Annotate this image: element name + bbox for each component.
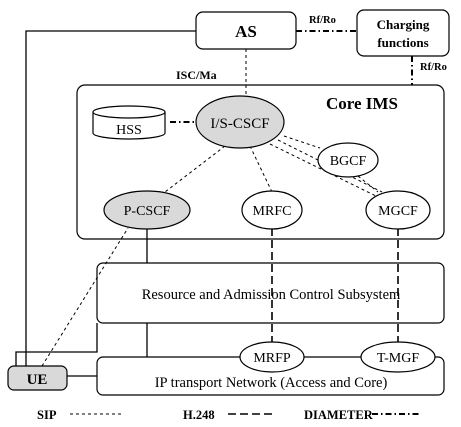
- mrfc-node: [241, 190, 303, 230]
- core-ims-label: Core IMS: [326, 94, 398, 113]
- as-label: AS: [235, 22, 257, 41]
- iscscf-pcscf-sip: [164, 145, 226, 193]
- ue-node: [7, 365, 68, 391]
- mgcf-label: MGCF: [378, 204, 418, 219]
- iscscf-label: I/S-CSCF: [210, 116, 269, 132]
- mgcf-node: [365, 190, 431, 230]
- charging-label-line2: functions: [377, 35, 428, 50]
- tmgf-node: [360, 341, 436, 373]
- legend-sip-label: SIP: [37, 408, 57, 422]
- hss-label: HSS: [116, 123, 142, 138]
- racs-box: [96, 262, 445, 324]
- isc-ma-label: ISC/Ma: [176, 68, 217, 82]
- iscscf-node: [195, 95, 285, 149]
- iscscf-bgcf-sip: [283, 135, 321, 149]
- iscscf-mrfc-sip: [249, 145, 273, 193]
- mrfp-node: [239, 341, 305, 373]
- rf-ro-top-label: Rf/Ro: [309, 15, 336, 26]
- bgcf-node: [317, 142, 379, 178]
- pcscf-node: [103, 190, 191, 230]
- ue-as-link: [25, 30, 196, 366]
- hss-database-icon: [92, 105, 166, 140]
- mrfc-label: MRFC: [253, 204, 292, 219]
- ip-transport-label: IP transport Network (Access and Core): [155, 375, 388, 391]
- legend-h248-label: H.248: [183, 408, 215, 422]
- iscscf-mgcf-sip-2: [269, 143, 377, 197]
- bgcf-label: BGCF: [330, 154, 367, 169]
- pcscf-label: P-CSCF: [124, 204, 171, 219]
- legend-diameter-label: DIAMETER: [304, 408, 374, 422]
- as-node: [195, 11, 297, 50]
- charging-label-line1: Charging: [377, 17, 430, 32]
- tmgf-label: T-MGF: [377, 351, 419, 366]
- ue-label: UE: [27, 372, 48, 388]
- mrfp-label: MRFP: [253, 351, 291, 366]
- legend: SIP H.248 DIAMETER: [37, 408, 420, 422]
- ue-racs-link: [15, 323, 98, 366]
- charging-functions-node: [356, 9, 450, 57]
- bgcf-mgcf-sip: [357, 175, 379, 193]
- rf-ro-side-label: Rf/Ro: [420, 62, 447, 73]
- iscscf-mgcf-sip-1: [277, 139, 383, 193]
